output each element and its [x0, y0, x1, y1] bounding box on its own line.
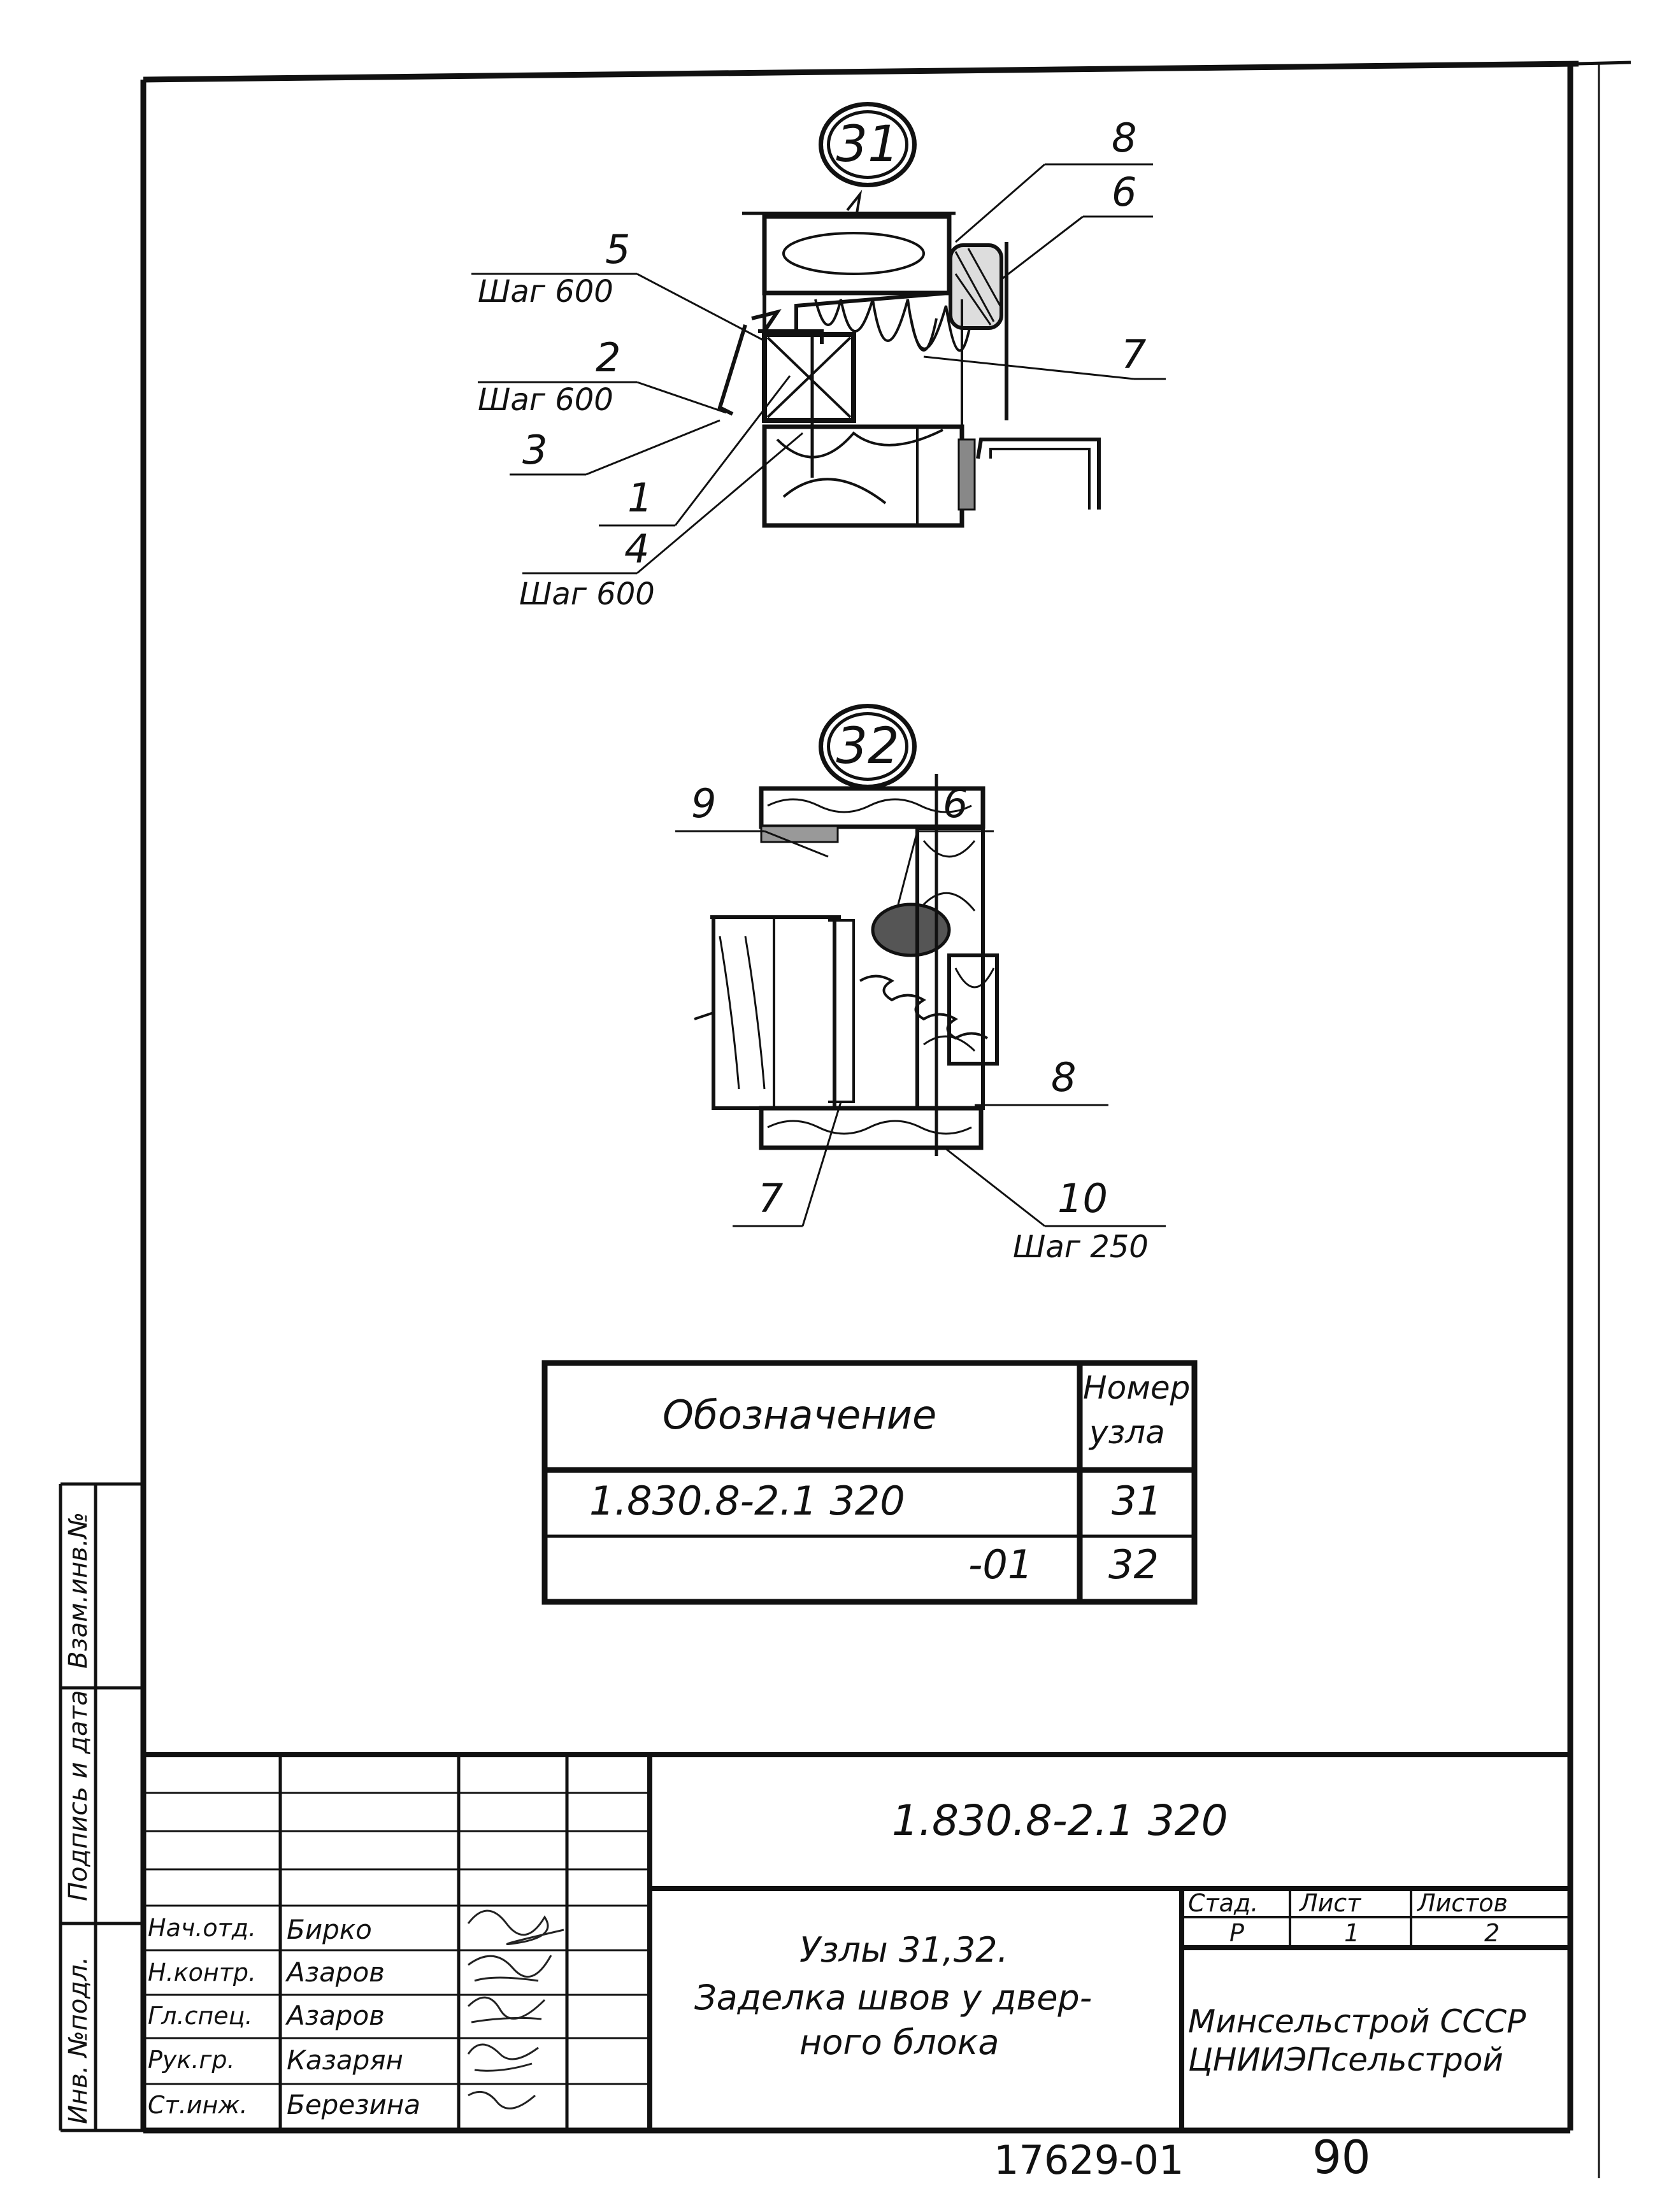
- stage-value: Р: [1229, 1919, 1244, 1947]
- title-line-2: Заделка швов у двер-: [694, 1978, 1093, 2018]
- page-number: 90: [1312, 2130, 1371, 2184]
- step-label-31-a: Шаг 600: [478, 274, 613, 310]
- spec-row-1-designation: 1.830.8-2.1 320: [589, 1478, 905, 1524]
- callout-32-7: 7: [758, 1175, 784, 1222]
- step-label-31-b: Шаг 600: [478, 382, 613, 418]
- side-stamp-inv-orig: Инв. №подл.: [64, 1956, 93, 2124]
- staff-name-4: Казарян: [287, 2044, 404, 2076]
- archive-number: 17629-01: [994, 2137, 1184, 2183]
- staff-role-3: Гл.спец.: [148, 2002, 253, 2030]
- spec-table-frame: [541, 1360, 1198, 1605]
- title-doc-code: 1.830.8-2.1 320: [892, 1796, 1228, 1845]
- node-32-marker: 32: [819, 704, 917, 789]
- spec-row-2-node: 32: [1108, 1541, 1159, 1588]
- side-stamp-frame: [59, 1482, 143, 2132]
- callout-31-6: 6: [1112, 169, 1137, 215]
- callout-31-1: 1: [627, 475, 653, 521]
- spec-header-node-1: Номер: [1083, 1369, 1191, 1406]
- callout-32-9: 9: [691, 780, 717, 827]
- stage-header: Стад.: [1188, 1889, 1259, 1917]
- node-32-drawing: [675, 774, 1166, 1227]
- staff-name-5: Березина: [287, 2089, 420, 2120]
- staff-name-2: Азаров: [287, 1957, 385, 1988]
- callout-31-3: 3: [522, 427, 548, 473]
- side-stamp-sign-date: Подпись и дата: [64, 1690, 93, 1901]
- sheet-frame: [140, 61, 1631, 2178]
- callout-32-6: 6: [943, 780, 968, 827]
- staff-name-1: Бирко: [287, 1914, 372, 1945]
- sheet-value: 1: [1344, 1919, 1360, 1947]
- callout-31-2: 2: [596, 334, 621, 381]
- spec-row-2-designation: -01: [968, 1541, 1033, 1588]
- title-line-1: Узлы 31,32.: [799, 1930, 1008, 1970]
- step-label-31-c: Шаг 600: [519, 576, 655, 612]
- staff-role-2: Н.контр.: [148, 1959, 257, 1987]
- step-label-32: Шаг 250: [1013, 1229, 1149, 1265]
- node-31-number: 31: [836, 116, 899, 173]
- sheets-header: Листов: [1417, 1889, 1508, 1917]
- callout-32-8: 8: [1051, 1054, 1077, 1101]
- staff-role-1: Нач.отд.: [148, 1914, 257, 1942]
- spec-header-designation: Обозначение: [663, 1392, 937, 1438]
- callout-31-7: 7: [1121, 331, 1147, 378]
- node-31-drawing: [471, 163, 1166, 574]
- callout-32-10: 10: [1057, 1175, 1108, 1222]
- node-32-number: 32: [836, 718, 899, 775]
- side-stamp-replace-inv: Взам.инв.№: [64, 1511, 93, 1669]
- org-line-1: Минсельстрой СССР: [1188, 2003, 1526, 2040]
- staff-role-5: Ст.инж.: [148, 2091, 248, 2119]
- sheet-header: Лист: [1300, 1889, 1361, 1917]
- sheets-value: 2: [1484, 1919, 1500, 1947]
- node-31-marker: 31: [819, 102, 917, 187]
- spec-header-node-2: узла: [1089, 1414, 1165, 1451]
- callout-31-8: 8: [1112, 115, 1137, 161]
- callout-31-4: 4: [624, 525, 650, 572]
- staff-role-4: Рук.гр.: [148, 2046, 235, 2074]
- signatures: [467, 1909, 564, 2109]
- spec-row-1-node: 31: [1112, 1478, 1162, 1524]
- title-block-grid: [143, 1752, 1570, 2130]
- org-line-2: ЦНИИЭПсельстрой: [1188, 2041, 1503, 2078]
- title-line-3: ного блока: [799, 2022, 999, 2062]
- staff-name-3: Азаров: [287, 2000, 385, 2031]
- callout-31-5: 5: [605, 226, 631, 273]
